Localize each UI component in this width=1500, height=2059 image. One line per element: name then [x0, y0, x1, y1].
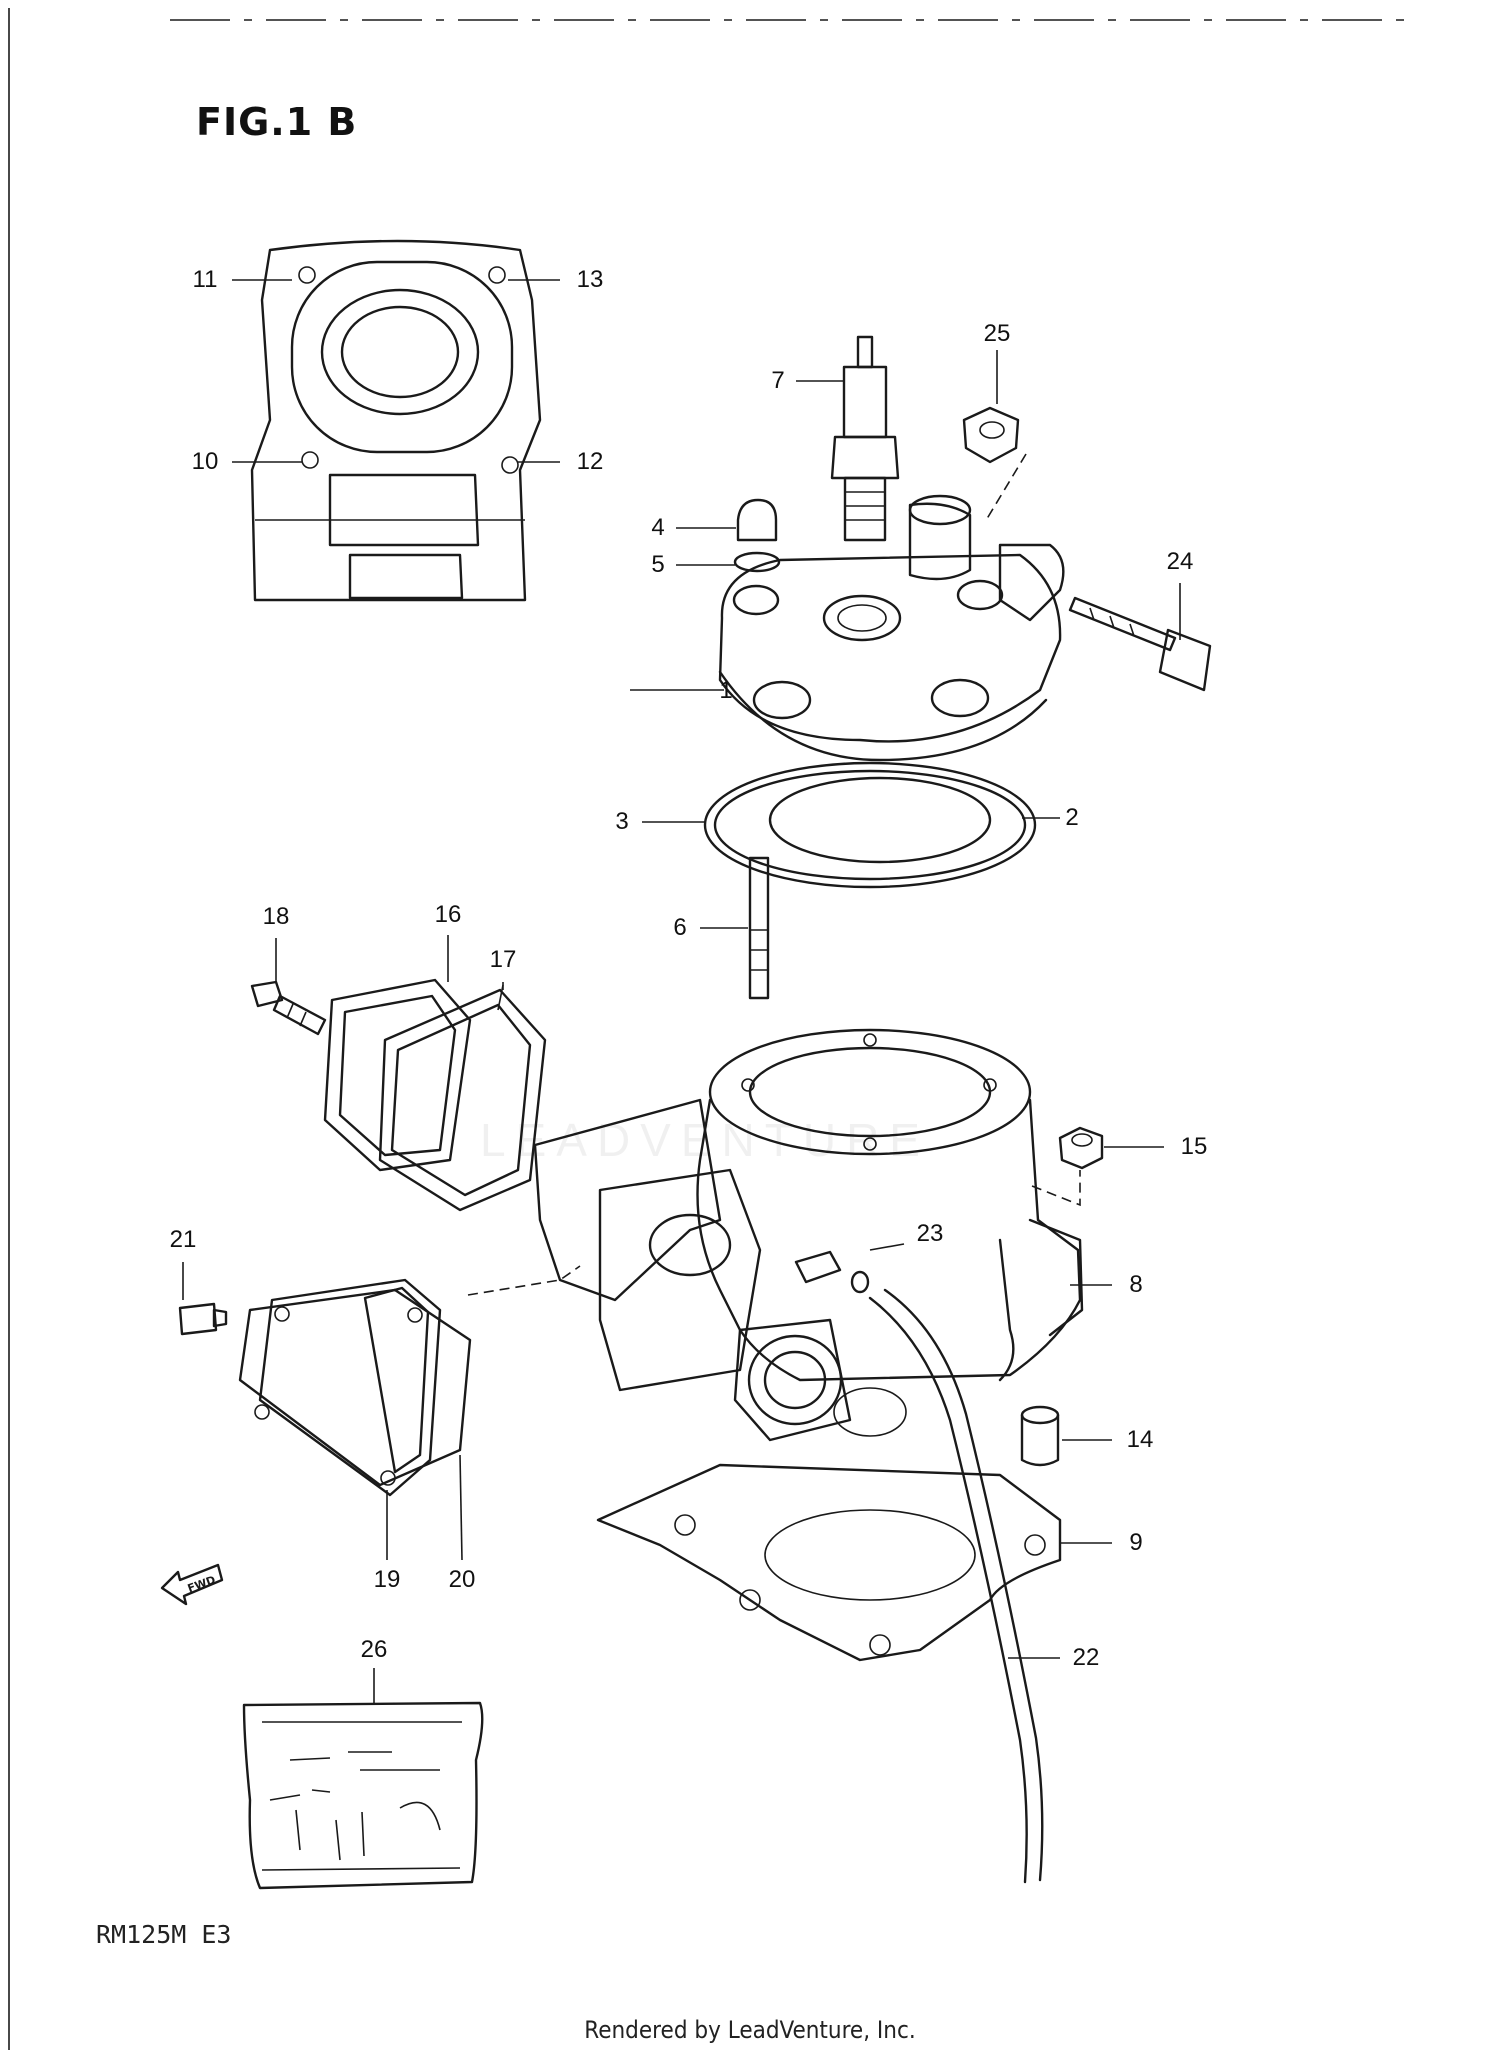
callout-26: 26: [360, 1636, 388, 1663]
base-gasket: [596, 1463, 1112, 1662]
callout-5: 5: [651, 551, 665, 578]
callout-3: 3: [615, 808, 629, 835]
callout-4: 4: [651, 514, 665, 541]
dowel-pin: [1020, 1405, 1112, 1467]
callout-17: 17: [489, 946, 517, 973]
cylinder-top-view-inset: [232, 239, 560, 602]
callout-9: 9: [1129, 1529, 1143, 1556]
callout-23: 23: [916, 1220, 944, 1247]
callout-15: 15: [1180, 1133, 1208, 1160]
figure-title: FIG.1 B: [196, 100, 358, 144]
gasket-kit-bag: [242, 1668, 484, 1890]
breather-hose: [868, 1288, 1060, 1884]
callout-24: 24: [1166, 548, 1194, 575]
spark-plug: [796, 335, 900, 542]
callout-1: 1: [719, 677, 733, 704]
footer-credit: Rendered by LeadVenture, Inc.: [584, 2016, 916, 2044]
cylinder-head: [630, 350, 1212, 762]
callout-11: 11: [192, 266, 218, 293]
callout-25: 25: [983, 320, 1011, 347]
cylinder-body: [533, 1028, 1164, 1442]
reed-cover: [178, 1262, 581, 1561]
callout-16: 16: [434, 901, 462, 928]
callout-21: 21: [169, 1226, 197, 1253]
callout-2: 2: [1065, 804, 1079, 831]
head-gaskets: [642, 761, 1060, 889]
callout-20: 20: [448, 1566, 476, 1593]
reed-valve-parts: [250, 935, 547, 1212]
stud: [700, 856, 770, 1000]
model-code: RM125M E3: [96, 1920, 232, 1949]
callout-14: 14: [1126, 1426, 1154, 1453]
callout-10: 10: [191, 448, 219, 475]
callout-18: 18: [262, 903, 290, 930]
callout-12: 12: [576, 448, 604, 475]
callout-13: 13: [576, 266, 604, 293]
callout-8: 8: [1129, 1271, 1143, 1298]
callout-22: 22: [1072, 1644, 1100, 1671]
forward-arrow-icon: FWD: [160, 1563, 224, 1606]
callout-7: 7: [771, 367, 785, 394]
callout-6: 6: [673, 914, 687, 941]
callout-19: 19: [373, 1566, 401, 1593]
